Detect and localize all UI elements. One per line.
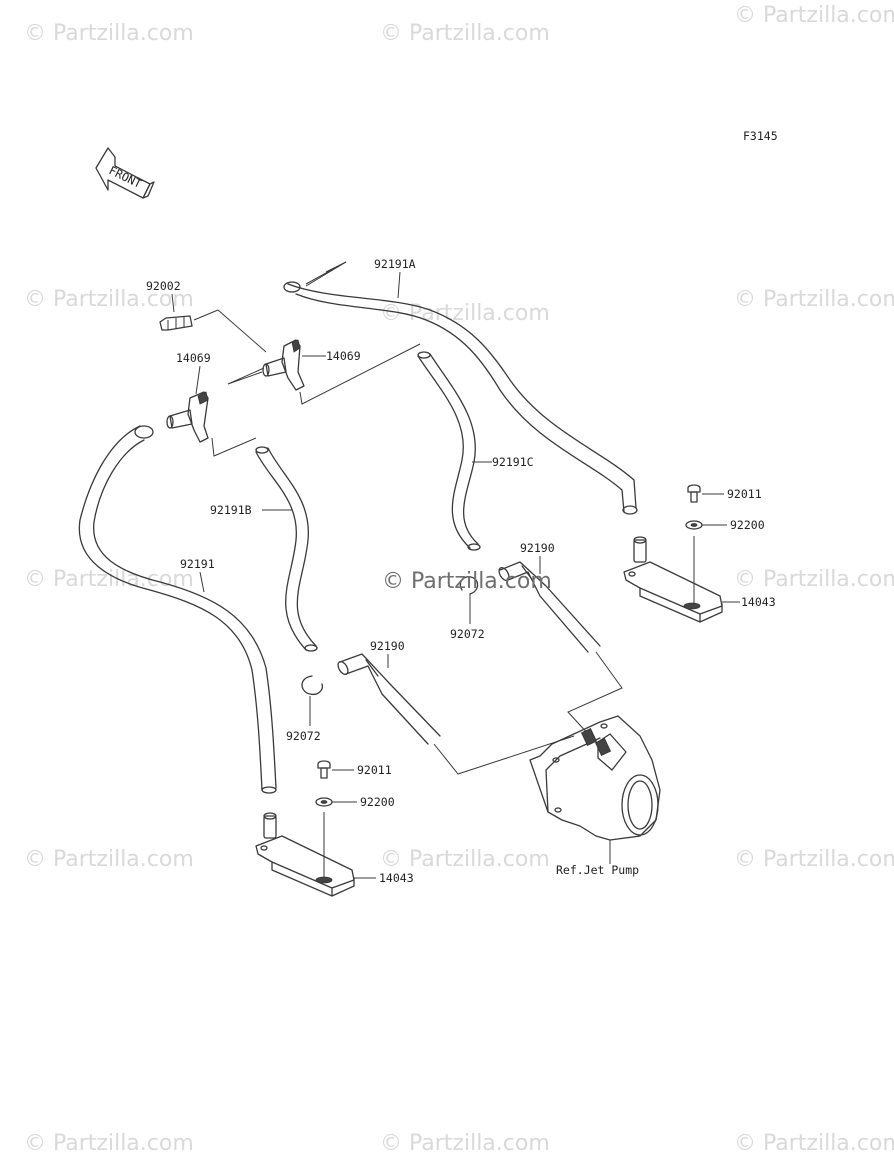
label-92190-right: 92190: [520, 541, 555, 555]
watermark-text: © Partzilla.com: [24, 287, 194, 312]
label-92190-left: 92190: [370, 639, 405, 653]
watermark-text: © Partzilla.com: [734, 1131, 894, 1156]
fitting-14069-left: 14069: [166, 351, 257, 457]
label-92191c: 92191C: [492, 455, 534, 469]
watermark-center: © Partzilla.com: [382, 569, 552, 594]
watermark-text: © Partzilla.com: [734, 3, 894, 28]
front-arrow-icon: FRONT: [95, 147, 155, 199]
watermark-grid: © Partzilla.com © Partzilla.com © Partzi…: [24, 3, 894, 1156]
label-92191b: 92191B: [210, 503, 252, 517]
watermark-text: © Partzilla.com: [24, 567, 194, 592]
fitting-14069-right: 14069: [227, 339, 421, 405]
jet-pump-reference: Ref.Jet Pump: [529, 715, 661, 877]
hose-92191a: 92191A: [283, 257, 638, 515]
watermark-text: © Partzilla.com: [380, 21, 550, 46]
hose-92191c: 92191C: [417, 351, 534, 551]
label-92191a: 92191A: [374, 257, 416, 271]
tube-92190-left: 92190: [337, 639, 575, 775]
hose-92191b: 92191B: [210, 446, 318, 652]
label-92191: 92191: [180, 557, 215, 571]
watermark-text: © Partzilla.com: [24, 21, 194, 46]
figure-code: F3145: [743, 129, 778, 143]
label-ref-jet-pump: Ref.Jet Pump: [556, 863, 639, 877]
watermark-text: © Partzilla.com: [734, 287, 894, 312]
clip-92072-left: 92072: [286, 675, 324, 743]
label-92002: 92002: [146, 279, 181, 293]
label-92072-left: 92072: [286, 729, 321, 743]
watermark-text: © Partzilla.com: [380, 847, 550, 872]
label-92200-right: 92200: [730, 518, 765, 532]
bracket-14043-right: 92011 92200 14043: [623, 484, 776, 623]
watermark-text: © Partzilla.com: [24, 1131, 194, 1156]
clip-92072-center: 92072: [450, 576, 485, 641]
watermark-text: © Partzilla.com: [380, 1131, 550, 1156]
tube-92190-right: 92190: [498, 541, 623, 737]
bracket-14043-bottom: 92011 92200 14043: [255, 760, 414, 897]
label-14069-left: 14069: [176, 351, 211, 365]
watermark-text: © Partzilla.com: [734, 847, 894, 872]
bolt-92002: 92002: [146, 279, 267, 353]
label-92072-center: 92072: [450, 627, 485, 641]
watermark-text: © Partzilla.com: [24, 847, 194, 872]
label-92200-bottom: 92200: [360, 795, 395, 809]
watermark-text: © Partzilla.com: [380, 301, 550, 326]
hose-92191: 92191: [78, 425, 277, 794]
label-92011-right: 92011: [727, 487, 762, 501]
watermark-text: © Partzilla.com: [734, 567, 894, 592]
label-14043-right: 14043: [741, 595, 776, 609]
front-label: FRONT: [107, 163, 144, 191]
label-14069-right: 14069: [326, 349, 361, 363]
label-92011-bottom: 92011: [357, 763, 392, 777]
label-14043-bottom: 14043: [379, 871, 414, 885]
